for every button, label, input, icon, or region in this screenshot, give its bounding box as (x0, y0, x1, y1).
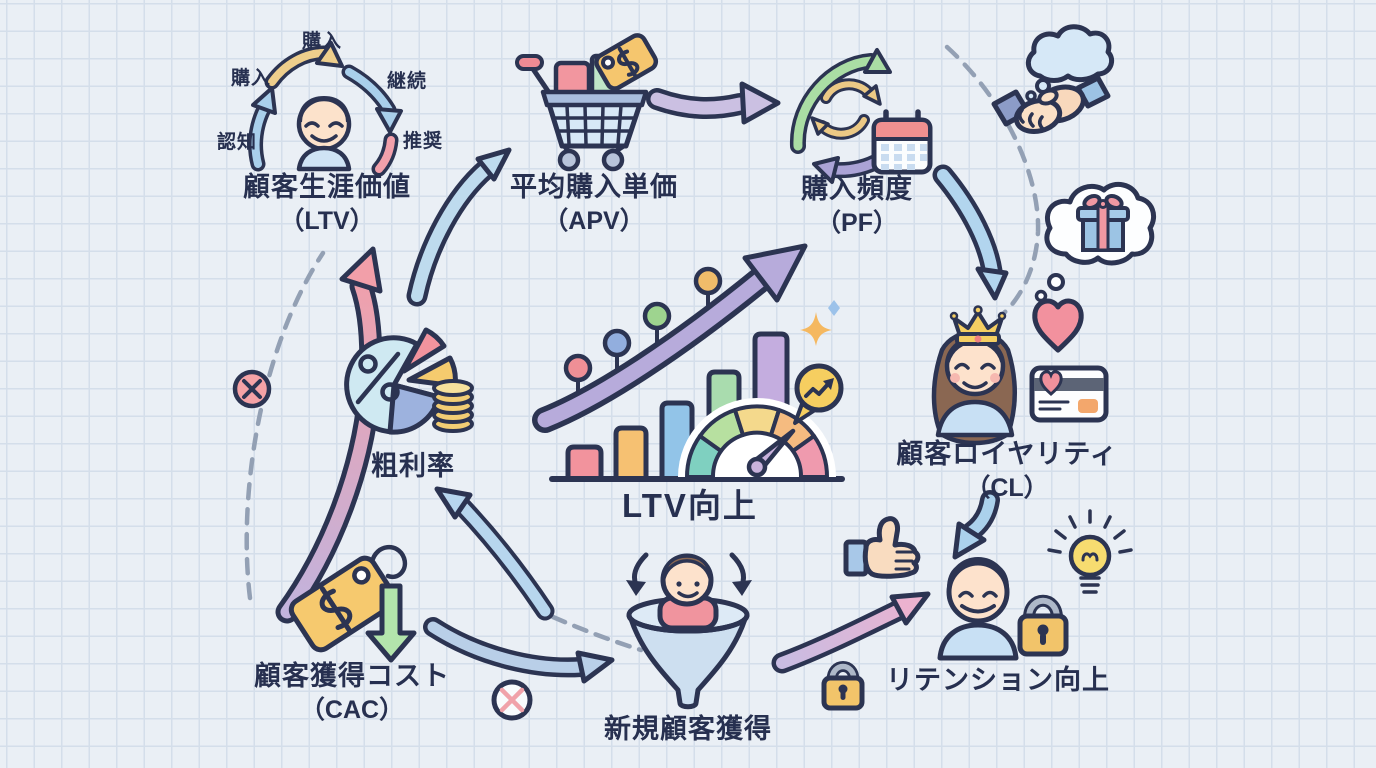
calendar-icon (871, 109, 933, 175)
node-label-cl: 顧客ロイヤリティ （CL） (896, 437, 1118, 504)
padlock-icon-left (821, 661, 865, 711)
pie-chart-icon (344, 327, 458, 435)
retention-label: リテンション向上 (886, 665, 1110, 695)
funnel-icon (626, 552, 752, 710)
funnel-to-margin-arrow (434, 486, 555, 621)
margin-label: 粗利率 (371, 451, 455, 481)
pf-to-cl-arrow (932, 164, 1009, 301)
gift-thought-bubble-icon (1034, 181, 1156, 303)
cl-abbr: （CL） (965, 473, 1049, 502)
customer-avatar-icon (296, 95, 352, 172)
pf-abbr: （PF） (816, 208, 898, 237)
apv-to-pf-arrow (646, 81, 781, 125)
cycle-label-purchase-left: 購入 (230, 68, 272, 89)
prohibition-icon-lower (491, 679, 533, 721)
node-label-pf: 購入頻度 （PF） (801, 172, 913, 239)
margin-to-apv-arrow (406, 147, 512, 307)
cost-down-arrow-icon (365, 583, 417, 663)
node-label-margin: 粗利率 (371, 449, 455, 484)
cycle-label-advocacy: 推奨 (402, 131, 444, 152)
apv-label: 平均購入単価 (510, 172, 678, 202)
thumbs-up-icon (843, 516, 921, 579)
dashed-funnel-link (550, 614, 644, 653)
cycle-label-purchase-top: 購入 (301, 31, 343, 52)
thought-cloud-icon (1025, 24, 1115, 102)
dashed-curve-right (944, 44, 1041, 316)
acquisition-label: 新規顧客獲得 (604, 714, 772, 744)
dashed-curve-left (244, 250, 326, 601)
cac-to-funnel-arrow (423, 617, 615, 684)
coin-stack-icon (432, 379, 474, 433)
node-label-acquisition: 新規顧客獲得 (604, 712, 772, 747)
cac-abbr: （CAC） (299, 695, 405, 724)
cl-to-retention-arrow (952, 490, 1000, 560)
cac-label: 顧客獲得コスト (254, 661, 450, 691)
heart-icon (1032, 298, 1084, 353)
padlock-icon-right (1017, 594, 1069, 657)
ltv-label: 顧客生涯価値 (243, 172, 411, 202)
node-label-goal: LTV向上 (622, 485, 758, 527)
funnel-to-retention-arrow (771, 591, 931, 674)
node-label-apv: 平均購入単価 （APV） (510, 170, 678, 237)
node-label-ltv: 顧客生涯価値 （LTV） (243, 170, 411, 237)
node-label-retention: リテンション向上 (886, 663, 1110, 698)
crowned-customer-icon (931, 305, 1017, 446)
credit-card-icon (1029, 365, 1109, 423)
sparkle-icon (800, 300, 840, 346)
handshake-icon (991, 75, 1111, 134)
lightbulb-icon (1047, 509, 1133, 594)
cycle-label-continuation: 継続 (386, 71, 428, 92)
apv-abbr: （APV） (543, 206, 645, 235)
retention-customer-icon (937, 557, 1019, 661)
shopping-cart-icon (515, 33, 659, 172)
prohibition-icon-upper (232, 369, 272, 409)
pf-label: 購入頻度 (801, 174, 913, 204)
ltv-abbr: （LTV） (279, 206, 375, 235)
cl-label: 顧客ロイヤリティ (896, 439, 1118, 469)
growth-arrow-icon (532, 243, 808, 433)
goal-label: LTV向上 (622, 487, 758, 524)
price-tag-icon (288, 545, 408, 653)
funnel-customer-icon (657, 553, 719, 631)
loyalty-cycle-arrows (248, 41, 403, 177)
node-label-cac: 顧客獲得コスト （CAC） (254, 659, 450, 726)
trend-bubble-icon (793, 363, 844, 425)
cycle-label-awareness: 認知 (216, 132, 258, 153)
